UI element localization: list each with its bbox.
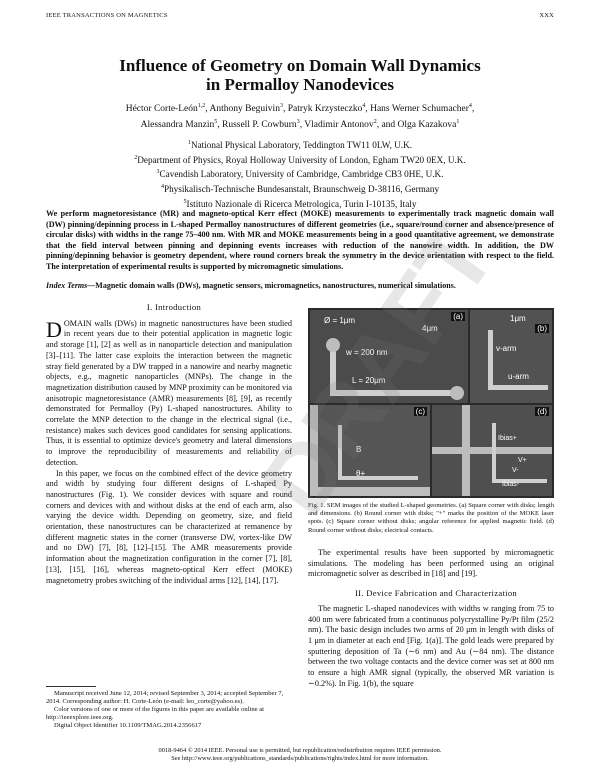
figure-panel-d: Ibias+ V+ V- Ibias- (d) bbox=[432, 405, 552, 496]
title-line-2: in Permalloy Nanodevices bbox=[206, 75, 394, 94]
abstract: We perform magnetoresistance (MR) and ma… bbox=[46, 209, 554, 271]
affiliations: 1National Physical Laboratory, Teddingto… bbox=[60, 137, 540, 210]
figure-1: Ø = 1μm 4μm w = 200 nm L = 20μm (a) v-ar… bbox=[308, 308, 554, 498]
author-name: Patryk Krzysteczko bbox=[287, 104, 363, 115]
author-affiliation-mark: 1 bbox=[456, 119, 460, 126]
author-name: Héctor Corte-León bbox=[125, 104, 198, 115]
author-affiliation-mark: 4 bbox=[362, 103, 366, 109]
drop-cap: D bbox=[46, 316, 62, 342]
author-affiliation-mark: 4 bbox=[468, 103, 472, 109]
figure-panel-a: Ø = 1μm 4μm w = 200 nm L = 20μm (a) bbox=[310, 310, 468, 403]
panel-a-label: (a) bbox=[451, 312, 465, 321]
affiliation-line: 2Department of Physics, Royal Holloway U… bbox=[134, 154, 466, 165]
affiliation-line: 1National Physical Laboratory, Teddingto… bbox=[187, 140, 413, 151]
affiliation-line: 3Cavendish Laboratory, University of Cam… bbox=[156, 169, 444, 180]
author-name: Anthony Beguivin bbox=[209, 104, 280, 115]
index-terms-text: Magnetic domain walls (DWs), magnetic se… bbox=[95, 281, 456, 290]
footnote-manuscript: Manuscript received June 12, 2014; revis… bbox=[46, 690, 284, 705]
author-name: Russell P. Cowburn bbox=[221, 120, 297, 131]
figure-panel-c: B θ+ (c) bbox=[310, 405, 430, 496]
intro-paragraph-2: In this paper, we focus on the combined … bbox=[46, 468, 292, 585]
index-terms: Index Terms—Magnetic domain walls (DWs),… bbox=[46, 281, 456, 290]
copyright-line-1: 0018-9464 © 2014 IEEE. Personal use is p… bbox=[158, 747, 442, 754]
paper-title: Influence of Geometry on Domain Wall Dyn… bbox=[0, 56, 600, 94]
page-number: XXX bbox=[539, 12, 554, 19]
title-line-1: Influence of Geometry on Domain Wall Dyn… bbox=[119, 56, 481, 75]
copyright-line-2: See http://www.ieee.org/publications_sta… bbox=[171, 755, 429, 762]
figure-panel-b: v-arm u-arm 1μm (b) bbox=[470, 310, 552, 403]
panel-d-label: (d) bbox=[535, 407, 549, 416]
panel-b-v-arm: v-arm bbox=[496, 344, 517, 353]
section-heading-intro: I. Introduction bbox=[146, 302, 202, 312]
author-affiliation-mark: 3 bbox=[296, 119, 300, 126]
length-label: L = 20μm bbox=[352, 376, 386, 385]
section-heading-fab: II. Device Fabrication and Characterizat… bbox=[354, 588, 518, 599]
journal-name: IEEE TRANSACTIONS ON MAGNETICS bbox=[46, 12, 168, 19]
author-name: Hans Werner Schumacher bbox=[370, 104, 469, 115]
copyright-footer: 0018-9464 © 2014 IEEE. Personal use is p… bbox=[0, 747, 600, 763]
author-affiliation-mark: 5 bbox=[214, 119, 218, 126]
author-affiliation-mark: 1,2 bbox=[197, 103, 206, 109]
author-affiliation-mark: 2 bbox=[373, 119, 377, 126]
v-plus: V+ bbox=[518, 457, 527, 464]
width-label: w = 200 nm bbox=[346, 348, 388, 357]
author-list: Héctor Corte-León1,2, Anthony Beguivin3,… bbox=[125, 103, 475, 131]
author-name: Vladimir Antonov bbox=[304, 120, 374, 131]
footnote-doi: Digital Object Identifier 10.1109/TMAG.2… bbox=[54, 722, 202, 729]
figure-caption: Fig. 1. SEM images of the studied L-shap… bbox=[308, 502, 554, 534]
index-terms-label: Index Terms bbox=[46, 281, 88, 290]
affiliation-line: 5Istituto Nazionale di Ricerca Metrologi… bbox=[183, 198, 417, 209]
footnote-color: Color versions of one or more of the fig… bbox=[46, 706, 265, 721]
scale-4um: 4μm bbox=[422, 324, 438, 333]
author-name: Alessandra Manzin bbox=[140, 120, 215, 131]
diameter-label: Ø = 1μm bbox=[324, 316, 356, 325]
panel-b-label: (b) bbox=[535, 324, 549, 333]
theta-label: θ+ bbox=[356, 469, 366, 478]
v-minus: V- bbox=[512, 467, 519, 474]
author-name: Olga Kazakova bbox=[397, 120, 457, 131]
panel-b-u-arm: u-arm bbox=[508, 372, 529, 381]
scale-1um: 1μm bbox=[510, 314, 526, 323]
footnotes: Manuscript received June 12, 2014; revis… bbox=[46, 690, 292, 730]
field-b-label: B bbox=[356, 445, 362, 454]
right-paragraph-1: The experimental results have been suppo… bbox=[308, 548, 554, 579]
author-affiliation-mark: 3 bbox=[279, 103, 283, 109]
ibias-plus: Ibias+ bbox=[498, 435, 517, 442]
ibias-minus: Ibias- bbox=[502, 481, 520, 488]
panel-c-label: (c) bbox=[413, 407, 427, 416]
running-header: IEEE TRANSACTIONS ON MAGNETICS XXX bbox=[0, 12, 600, 24]
affiliation-line: 4Physikalisch-Technische Bundesanstalt, … bbox=[160, 183, 440, 195]
right-column: The experimental results have been suppo… bbox=[308, 548, 554, 689]
right-paragraph-2: The magnetic L-shaped nanodevices with w… bbox=[308, 603, 554, 688]
footnote-rule bbox=[46, 686, 96, 687]
